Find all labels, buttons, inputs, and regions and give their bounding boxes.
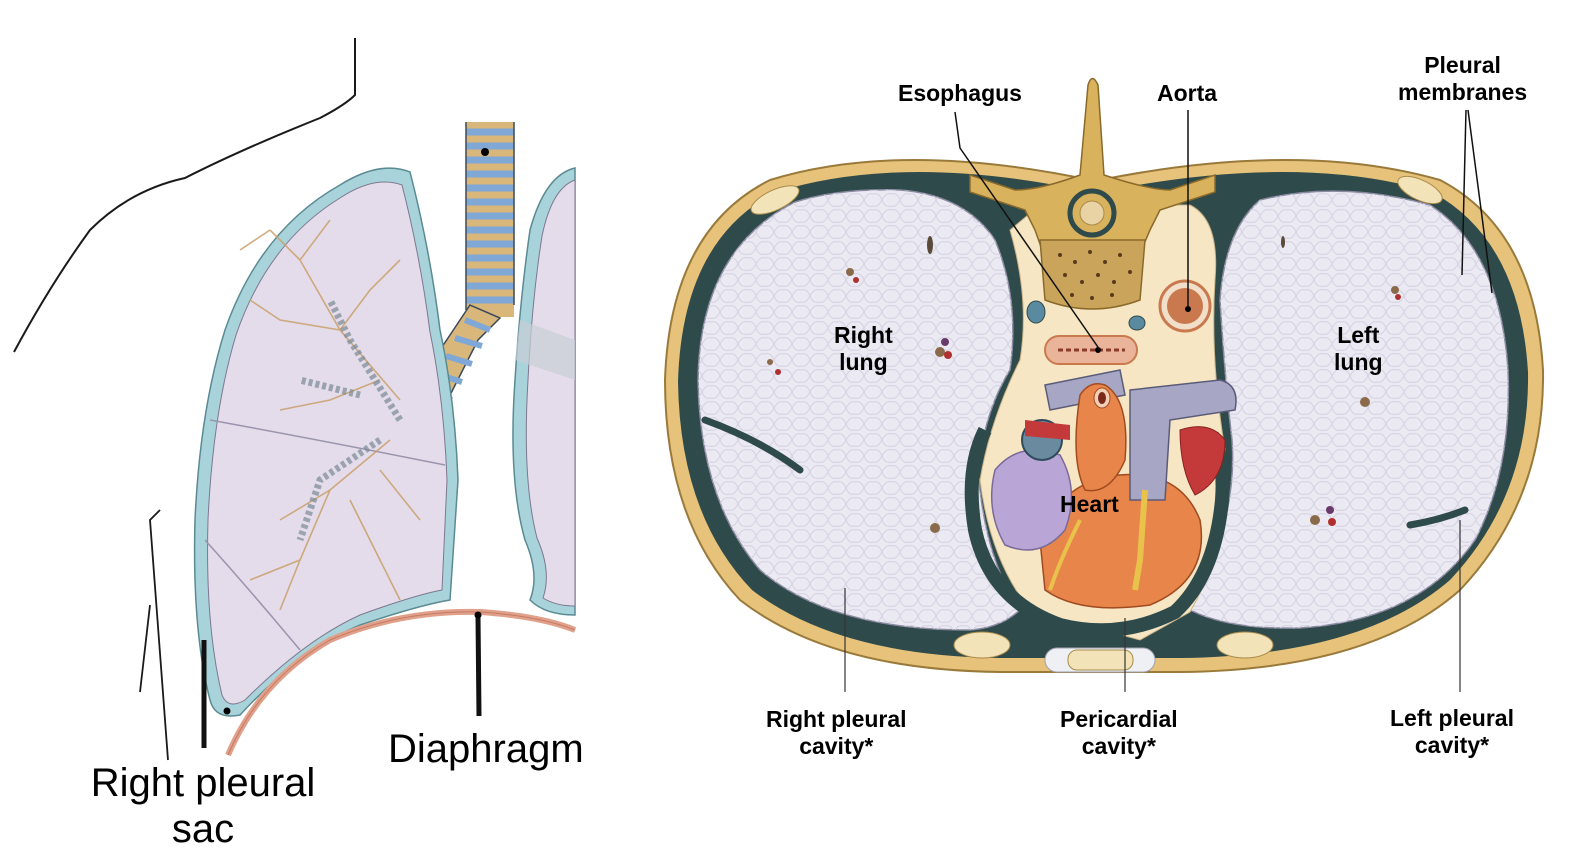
lung-vessels bbox=[767, 236, 1401, 533]
label-left-lung: Left lung bbox=[1334, 322, 1383, 375]
right-lung bbox=[207, 181, 448, 705]
esophagus-leader bbox=[954, 111, 1101, 351]
label-right-lung: Right lung bbox=[834, 322, 893, 375]
aorta-vessel bbox=[1158, 279, 1212, 333]
left-lung bbox=[525, 179, 576, 607]
sternum bbox=[953, 631, 1274, 673]
frontal-lung-illustration bbox=[13, 38, 577, 761]
pleural-membranes-leader bbox=[1461, 109, 1493, 294]
label-heart: Heart bbox=[1060, 491, 1119, 517]
esophagus-vessel bbox=[1044, 335, 1138, 365]
diaphragm-leader bbox=[475, 615, 482, 717]
trachea bbox=[465, 122, 515, 317]
body-outline bbox=[13, 38, 356, 353]
lung-fissure-oblique bbox=[204, 539, 301, 651]
label-left-pleural-cavity: Left pleural cavity* bbox=[1390, 705, 1514, 758]
pleural-sac-leader-thin bbox=[139, 509, 169, 761]
bronchial-tree bbox=[239, 219, 421, 611]
pericardium bbox=[964, 426, 1230, 638]
frontal-lung-diagram: Right pleural sac Diaphragm bbox=[0, 0, 620, 866]
label-aorta: Aorta bbox=[1157, 80, 1218, 106]
label-right-pleural-cavity: Right pleural cavity* bbox=[766, 706, 907, 759]
bronchi-cartilage bbox=[296, 298, 403, 542]
label-esophagus: Esophagus bbox=[898, 80, 1022, 106]
label-diaphragm: Diaphragm bbox=[388, 727, 584, 771]
heart-illustration bbox=[990, 369, 1237, 609]
label-pericardial-cavity: Pericardial cavity* bbox=[1060, 706, 1178, 759]
lung-fissure-horizontal bbox=[209, 419, 446, 466]
label-pleural-membranes: Pleural membranes bbox=[1398, 52, 1528, 105]
label-right-pleural-sac: Right pleural sac bbox=[90, 761, 316, 851]
transverse-thorax-illustration bbox=[663, 77, 1545, 692]
transverse-thorax-diagram: Esophagus Aorta Pleural membranes Right … bbox=[640, 0, 1572, 866]
vertebra bbox=[969, 77, 1216, 310]
